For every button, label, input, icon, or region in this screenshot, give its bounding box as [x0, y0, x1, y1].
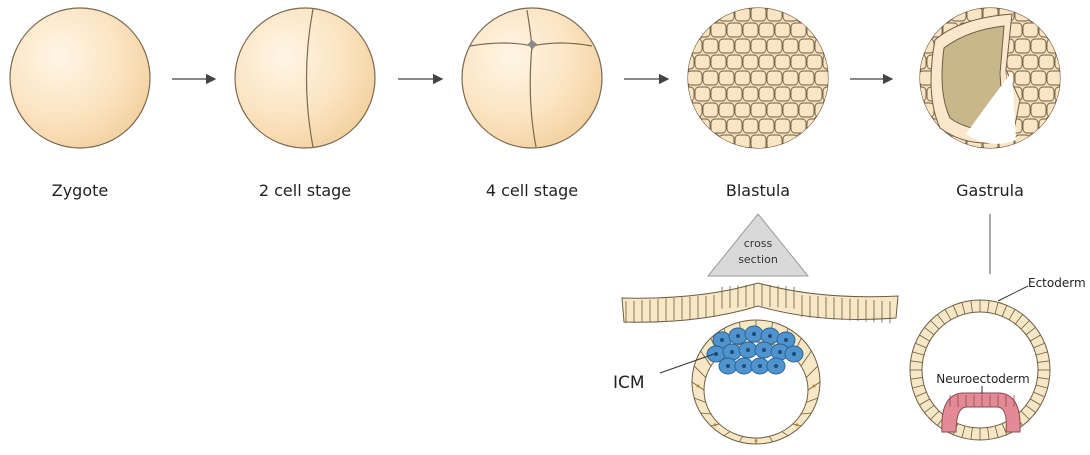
label-four-cell: 4 cell stage: [486, 181, 578, 200]
cross-section-label-line2: section: [738, 253, 778, 266]
blastula: [663, 7, 854, 149]
label-gastrula: Gastrula: [956, 181, 1024, 200]
zygote: [10, 8, 150, 148]
ectoderm-pointer: [998, 286, 1028, 301]
ectoderm-label: Ectoderm: [1028, 276, 1086, 290]
neuroectoderm-label: Neuroectoderm: [936, 372, 1029, 386]
icm-label: ICM: [613, 373, 645, 393]
two-cell-embryo: [235, 8, 375, 148]
blastocyst-cross-section: ICM: [613, 283, 898, 444]
label-zygote: Zygote: [52, 181, 109, 200]
cross-section-label-line1: cross: [744, 237, 773, 250]
gastrula: [895, 7, 1086, 149]
label-two-cell: 2 cell stage: [259, 181, 351, 200]
cross-section-wedge: cross section: [708, 214, 808, 276]
four-cell-embryo: [462, 8, 602, 148]
gastrula-cross-section: Neuroectoderm Ectoderm: [910, 276, 1086, 440]
label-blastula: Blastula: [726, 181, 790, 200]
